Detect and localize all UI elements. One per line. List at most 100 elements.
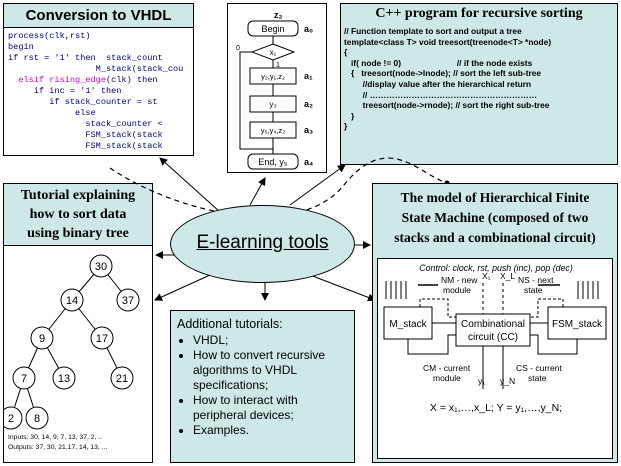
- hfsm-xl-label: X_L: [500, 271, 515, 281]
- hfsm-formula: X = x₁,…,x_L; Y = y₁,…,y_N;: [430, 402, 562, 414]
- vhdl-code-line: if stack_counter = st: [49, 97, 158, 107]
- cpp-code-line: if( node != 0) // if the node exists: [344, 57, 533, 68]
- vhdl-code-line: M_stack(stack_cou: [95, 64, 184, 74]
- hfsm-svg: Control: clock, rst, push (inc), pop (de…: [383, 263, 607, 414]
- flow-state-a1: a₁: [304, 71, 313, 81]
- tree-node-14: [60, 288, 84, 312]
- center-label: E-learning tools: [196, 232, 329, 253]
- hfsm-cs-label-1: CS - current: [516, 363, 562, 373]
- hfsm-fsm-stack: [547, 306, 607, 340]
- additional-item: Examples.: [193, 423, 350, 438]
- binary-tree: 30 14 37 9 17 7 13 21 2 8: [4, 254, 140, 430]
- hfsm-cm-label-1: CM - current: [423, 363, 471, 373]
- tree-node-37: [116, 288, 140, 312]
- vhdl-code-line: else: [75, 108, 96, 118]
- cpp-code-line: template<class T> void treesort(treenode…: [344, 36, 552, 47]
- hfsm-fsm-stack-label: FSM_stack: [552, 319, 603, 330]
- vhdl-code-line: elsif rising_edge(clk) then: [18, 75, 158, 85]
- tree-node-2: [4, 406, 23, 430]
- flowchart-svg: z₂ Begin a₀ x₁ 0 1 y₂,y₁,z₂ a₁ y₃ a₂ y₅,…: [236, 10, 313, 170]
- hfsm-ns-label-2: state: [524, 285, 543, 295]
- cpp-code-line: // ……………………………………………………: [344, 89, 538, 100]
- hfsm-m-stack-label: M_stack: [389, 319, 427, 330]
- flow-box-1-label: y₂,y₁,z₂: [261, 72, 285, 81]
- tree-node-13: [52, 366, 76, 390]
- vhdl-code-line: if inc = '1' then: [33, 86, 122, 96]
- hfsm-cc-label-2: circuit (CC): [468, 332, 518, 343]
- tree-label-13: 13: [58, 373, 70, 385]
- hfsm-m-stack: [383, 306, 433, 340]
- tree-label-2: 2: [8, 413, 14, 425]
- cpp-code-line: }: [344, 110, 355, 121]
- tree-label-9: 9: [39, 333, 45, 345]
- additional-list: VHDL; How to convert recursive algorithm…: [177, 333, 350, 438]
- tree-node-21: [110, 366, 134, 390]
- hfsm-cc-label-1: Combinational: [461, 319, 525, 330]
- hfsm-nm-label-1: NM - new: [441, 275, 478, 285]
- additional-item: How to interact with peripheral devices;: [193, 393, 350, 423]
- tree-label-21: 21: [116, 373, 128, 385]
- vhdl-code-line: process(clk,rst): [8, 31, 91, 41]
- vhdl-code-line: stack_counter <: [85, 119, 163, 129]
- additional-panel: Additional tutorials: VHDL; How to conve…: [170, 310, 355, 463]
- tree-label-7: 7: [21, 373, 27, 385]
- flow-state-a0: a₀: [304, 24, 313, 34]
- cpp-code-line: { treesort(node->lnode); // sort the lef…: [344, 68, 542, 79]
- tree-node-30: [89, 254, 113, 278]
- vhdl-panel-title: Conversion to VHDL: [4, 4, 193, 28]
- cpp-panel: C++ program for recursive sorting // Fun…: [340, 3, 618, 165]
- vhdl-panel: Conversion to VHDL process(clk,rst)begin…: [3, 3, 194, 156]
- tutorial-title-line-1: Tutorial explaining: [20, 188, 136, 203]
- tutorial-title-line-3: using binary tree: [27, 226, 129, 241]
- vhdl-code-line: begin: [8, 42, 34, 52]
- tutorial-inputs: Inputs: 30, 14, 9, 7, 13, 37, 2, ..: [8, 434, 103, 441]
- flow-branch-one: 1: [276, 62, 280, 69]
- tutorial-title-line-2: how to sort data: [29, 207, 127, 222]
- cpp-code-line: }: [344, 121, 348, 132]
- hfsm-x1-label: X₁: [482, 271, 491, 281]
- hfsm-title-line-2: State Machine (composed of two: [401, 210, 589, 225]
- flow-end-label: End, y₅: [258, 157, 288, 167]
- tree-node-7: [12, 366, 36, 390]
- hfsm-ns-label-1: NS - next: [518, 275, 554, 285]
- additional-heading: Additional tutorials:: [177, 317, 283, 331]
- additional-item: VHDL;: [193, 333, 350, 348]
- additional-item: How to convert recursive algorithms to V…: [193, 348, 350, 393]
- flowchart-panel: z₂ Begin a₀ x₁ 0 1 y₂,y₁,z₂ a₁ y₃ a₂ y₅,…: [227, 3, 327, 173]
- vhdl-keyword: elsif rising_edge: [18, 75, 106, 85]
- cpp-code-line: //display value after the hierarchical r…: [344, 78, 532, 89]
- tree-label-37: 37: [122, 295, 134, 307]
- tree-label-14: 14: [66, 295, 78, 307]
- hfsm-control: Control: clock, rst, push (inc), pop (de…: [419, 263, 573, 273]
- flowchart-header: z₂: [274, 10, 283, 20]
- hfsm-yn-label: y_N: [500, 376, 515, 386]
- center-ellipse: E-learning tools: [170, 205, 355, 283]
- vhdl-code-line: if rst = '1' then stack_count: [8, 53, 163, 63]
- cpp-code-line: treesort(node->rnode); // sort the right…: [344, 100, 550, 111]
- flow-state-a2: a₂: [304, 99, 313, 109]
- tree-label-17: 17: [96, 333, 108, 345]
- tree-node-9: [30, 326, 54, 350]
- tree-label-30: 30: [95, 261, 107, 273]
- hfsm-title-line-1: The model of Hierarchical Finite: [400, 190, 590, 205]
- cpp-code-line: {: [344, 47, 348, 58]
- hfsm-nm-label-2: module: [443, 285, 471, 295]
- hfsm-y1-label: y₁: [478, 376, 485, 386]
- flow-begin-label: Begin: [261, 24, 284, 34]
- flow-branch-zero: 0: [236, 45, 240, 52]
- tree-label-8: 8: [34, 413, 40, 425]
- hfsm-cm-label-2: module: [433, 373, 461, 383]
- hfsm-title: The model of Hierarchical Finite State M…: [373, 188, 617, 248]
- cpp-panel-title: C++ program for recursive sorting: [375, 6, 583, 21]
- vhdl-code-line: FSM_stack(stack: [85, 141, 163, 151]
- flow-state-a3: a₃: [304, 125, 313, 135]
- cpp-code-line: // Function template to sort and output …: [344, 26, 522, 36]
- hfsm-cs-label-2: state: [528, 373, 547, 383]
- hfsm-diagram-area: Control: clock, rst, push (inc), pop (de…: [377, 258, 613, 459]
- vhdl-code-line: FSM_stack(stack: [85, 130, 163, 140]
- flow-box-3-label: y₅,y₄,z₂: [261, 126, 286, 135]
- tree-node-17: [90, 326, 114, 350]
- tutorial-panel-title: Tutorial explaining how to sort data usi…: [4, 184, 152, 246]
- hfsm-panel: The model of Hierarchical Finite State M…: [372, 183, 618, 463]
